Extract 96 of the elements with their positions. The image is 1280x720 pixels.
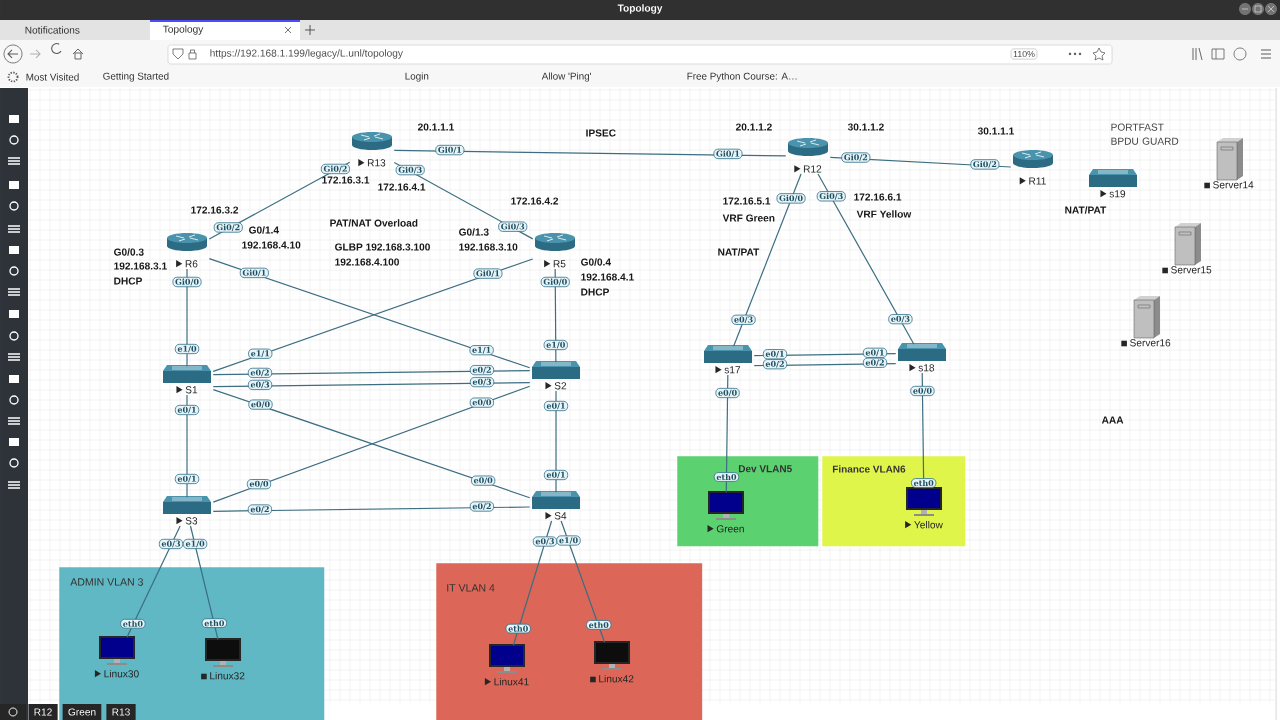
annotation-text: GLBP 192.168.3.100	[335, 243, 430, 251]
port-label: Gi0/3	[395, 164, 425, 176]
link-line	[212, 506, 531, 512]
port-label: Gi0/0	[776, 193, 806, 204]
link-line	[725, 374, 729, 493]
link-line	[212, 382, 531, 388]
link-line	[189, 525, 219, 640]
port-label: eth0	[713, 472, 740, 482]
port-label: e1/0	[543, 339, 568, 351]
port-label: e1/1	[248, 348, 273, 359]
annotation-text: VRF Green	[722, 214, 775, 222]
tab-title: Notifications	[25, 26, 80, 34]
port-label: e0/0	[910, 385, 935, 397]
port-label: Gi0/3	[498, 221, 528, 232]
port-label: e0/1	[543, 469, 569, 481]
port-label: eth0	[911, 478, 937, 488]
port-label: e0/3	[731, 314, 756, 325]
port-label: Gi0/1	[473, 268, 503, 279]
link-line	[555, 390, 557, 493]
annotation-text: 192.168.3.10	[459, 243, 518, 251]
port-label: e0/1	[762, 349, 788, 360]
annotation-text: G0/1.4	[249, 226, 279, 234]
annotation-text: DHCP	[114, 277, 142, 285]
annotation-text: 172.16.3.1	[322, 176, 370, 184]
annotation-text: 192.168.4.100	[335, 258, 399, 266]
port-label: e0/2	[247, 367, 273, 378]
annotation-text: VRF Yellow	[856, 210, 912, 218]
annotation-text: 172.16.5.1	[723, 197, 771, 205]
port-label: eth0	[120, 618, 146, 629]
port-label: e0/3	[158, 538, 184, 550]
port-label: e0/3	[247, 379, 273, 390]
port-label: e1/0	[556, 535, 581, 546]
port-label: e0/0	[471, 475, 496, 486]
port-label: e0/1	[862, 347, 888, 358]
port-label: e0/3	[532, 536, 558, 547]
annotation-text: 192.168.4.10	[242, 241, 301, 249]
bookmark-link: Getting Started	[103, 72, 169, 82]
port-label: Gi0/2	[970, 159, 1000, 170]
port-label: e0/1	[174, 404, 200, 416]
annotation-text: DHCP	[581, 288, 609, 296]
annotation-text: 192.168.4.1	[581, 273, 634, 281]
port-label: eth0	[201, 618, 227, 628]
port-label: e0/3	[888, 314, 913, 325]
port-label: Gi0/1	[713, 148, 743, 160]
link-line	[186, 394, 188, 498]
link-line	[817, 173, 915, 345]
port-label: e1/0	[183, 538, 208, 549]
port-label: eth0	[505, 623, 531, 634]
port-label: Gi0/0	[172, 276, 202, 288]
link-line	[212, 370, 531, 376]
annotation-text: PAT/NAT Overload	[330, 219, 418, 227]
port-label: e0/0	[246, 479, 272, 490]
annotation-text: NAT/PAT	[718, 248, 760, 256]
port-label: e0/2	[247, 504, 273, 515]
annotation-text: IPSEC	[586, 129, 616, 137]
port-label: e0/0	[715, 387, 740, 399]
address-text: https://192.168.1.199/legacy/L.unl/topology	[210, 49, 403, 59]
annotation-text: PORTFAST BPDU GUARD	[1111, 123, 1179, 145]
port-label: Gi0/2	[841, 152, 871, 163]
port-label: Gi0/2	[213, 222, 243, 233]
zoom-badge: 110%	[1010, 48, 1038, 60]
tab-title: Topology	[162, 25, 204, 35]
port-label: Gi0/1	[435, 144, 465, 156]
port-label: Gi0/2	[320, 163, 350, 175]
port-label: Gi0/1	[239, 267, 269, 279]
port-label: e0/0	[248, 399, 273, 410]
annotation-text: 172.16.4.1	[378, 183, 426, 191]
bookmark-link: Free Python Course: A…	[687, 72, 797, 82]
link-line	[126, 525, 181, 638]
port-label: Gi0/3	[816, 191, 846, 202]
port-label: e0/2	[862, 357, 888, 368]
annotation-text: AAA	[1101, 416, 1124, 424]
bookmark-link: Allow 'Ping'	[541, 72, 592, 82]
port-label: e0/3	[469, 377, 495, 388]
link-line	[186, 268, 188, 367]
port-label: e0/1	[543, 400, 569, 412]
port-label: e0/0	[469, 397, 494, 408]
port-label: e1/1	[469, 345, 494, 356]
bookmark-link: Login	[405, 72, 429, 82]
port-label: e0/2	[469, 365, 495, 376]
port-label: e0/2	[762, 359, 788, 370]
annotation-text: G0/0.3	[114, 248, 144, 256]
annotation-text: 192.168.3.1	[114, 262, 167, 270]
annotation-text: 30.1.1.2	[847, 123, 884, 131]
link-line	[733, 173, 802, 347]
bookmark-link: Most Visited	[26, 73, 79, 81]
link-line	[554, 268, 557, 363]
link-line	[560, 520, 606, 643]
port-label: e0/2	[469, 501, 495, 512]
port-label: Gi0/0	[540, 276, 570, 288]
annotation-text: 172.16.6.1	[854, 193, 902, 201]
port-label: e0/1	[174, 473, 200, 485]
port-label: e1/0	[174, 343, 200, 355]
annotation-text: G0/1.3	[459, 228, 489, 236]
window-title: Topology	[617, 4, 663, 14]
port-label: eth0	[586, 620, 612, 630]
